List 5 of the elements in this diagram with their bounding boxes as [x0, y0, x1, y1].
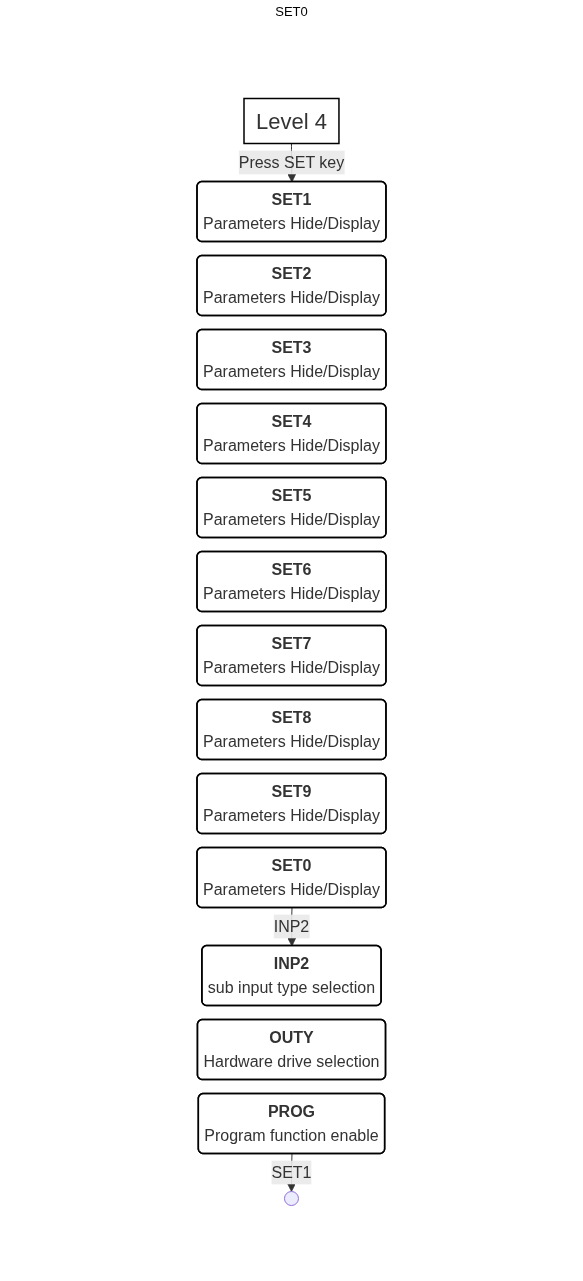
edge-label: INP2 — [273, 917, 310, 935]
edge-label: SET1 — [271, 1163, 312, 1181]
connector-label: SET0 — [275, 4, 308, 19]
node-box: Level 4 — [243, 97, 340, 145]
edge-label: Press SET key — [238, 153, 345, 171]
